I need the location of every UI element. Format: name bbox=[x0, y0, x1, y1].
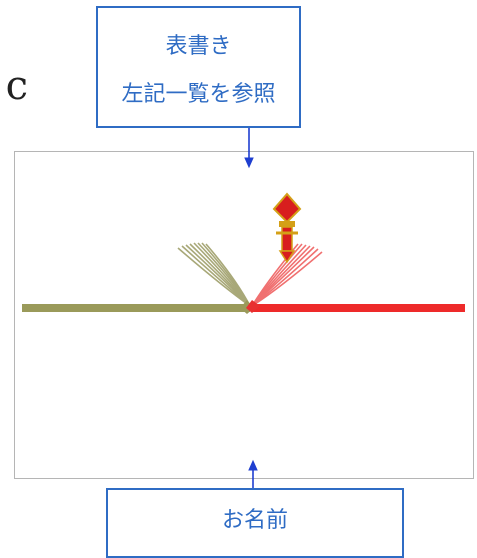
left-cord bbox=[22, 304, 250, 312]
omotegaki-title: 表書き bbox=[165, 34, 232, 59]
left-loop-strands bbox=[177, 242, 251, 307]
envelope-frame bbox=[14, 151, 474, 479]
bottom-arrow bbox=[248, 459, 258, 488]
mizuhiki-illustration bbox=[22, 128, 465, 488]
name-label: お名前 bbox=[221, 508, 288, 533]
omotegaki-label-box: 表書き 左記一覧を参照 bbox=[96, 6, 301, 128]
right-cord bbox=[252, 304, 465, 312]
name-label-box: お名前 bbox=[106, 488, 404, 558]
mizuhiki-knot bbox=[240, 300, 260, 314]
top-arrow bbox=[244, 128, 254, 169]
partial-heading-letter: c bbox=[5, 63, 28, 109]
noshi-ornament bbox=[272, 192, 302, 264]
omotegaki-note: 左記一覧を参照 bbox=[121, 82, 276, 107]
